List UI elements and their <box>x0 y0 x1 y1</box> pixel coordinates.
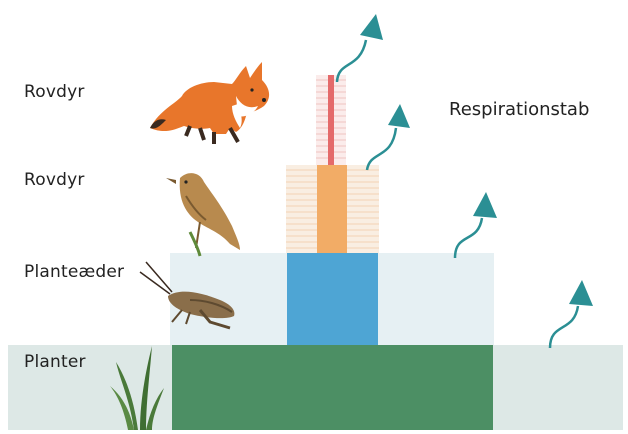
respiration-label: Respirationstab <box>449 99 589 120</box>
herbivore-production <box>287 253 378 345</box>
predator1-production <box>317 165 347 253</box>
respiration-arrow-predator1 <box>367 104 410 170</box>
respiration-arrow-plants <box>550 280 593 348</box>
fox-icon <box>150 62 269 144</box>
respiration-arrow-top <box>337 14 383 82</box>
level-label-predator-second: Rovdyr <box>24 170 85 190</box>
level-label-plants: Planter <box>24 352 86 372</box>
respiration-arrow-herbivore <box>455 192 497 258</box>
level-label-herbivore: Planteæder <box>24 262 124 282</box>
plants-production <box>172 345 493 430</box>
predator2-production <box>328 75 334 165</box>
level-label-predator-top: Rovdyr <box>24 82 85 102</box>
bird-icon <box>166 173 240 256</box>
